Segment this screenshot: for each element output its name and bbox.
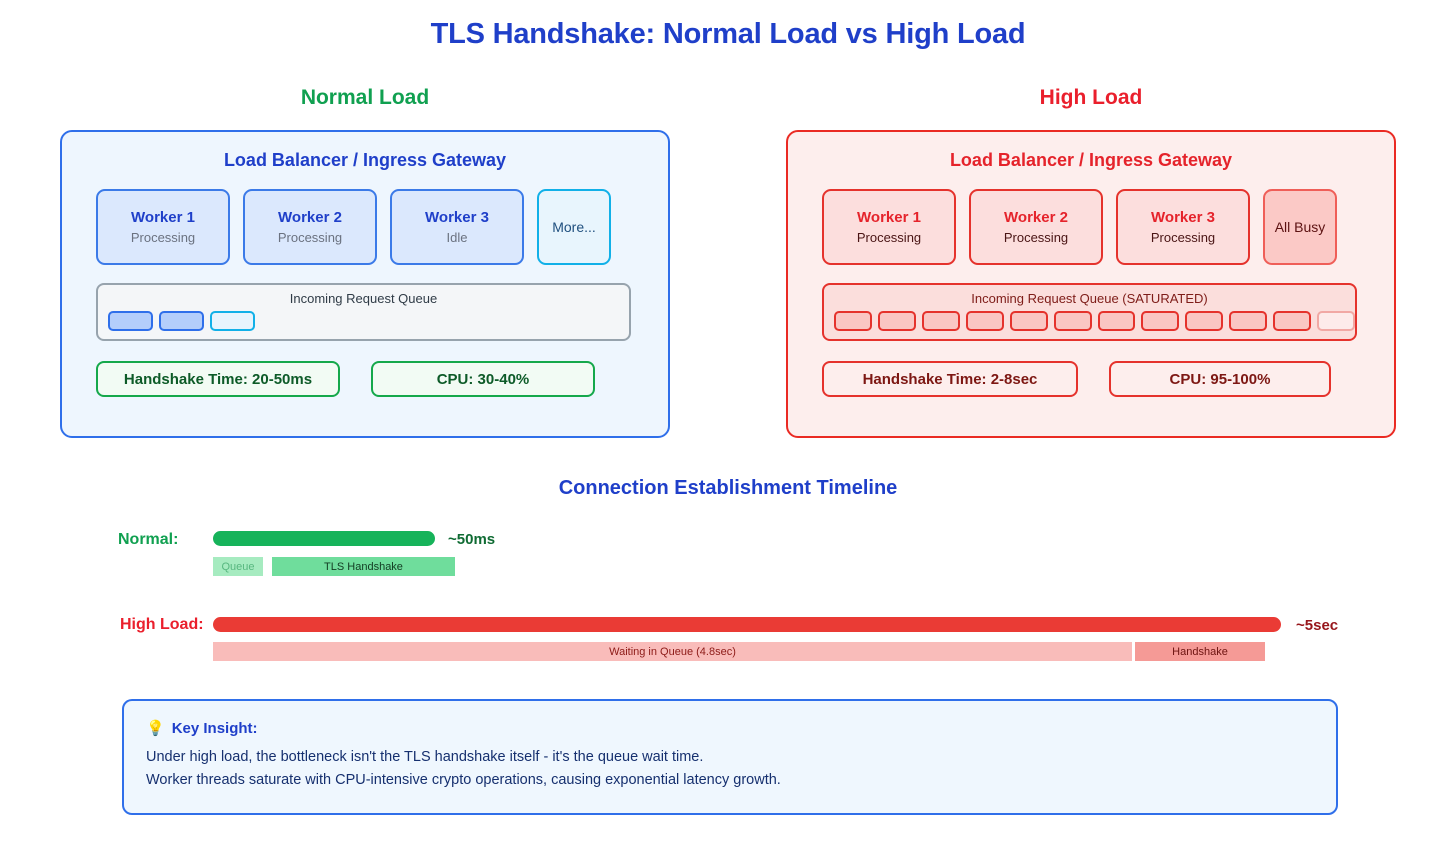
- worker-status: Processing: [1150, 230, 1216, 245]
- worker-status: Idle: [446, 230, 468, 245]
- key-insight-line-2: Worker threads saturate with CPU-intensi…: [146, 772, 781, 788]
- queue-block: [1229, 311, 1268, 331]
- queue-block: [834, 311, 872, 331]
- worker-status: Processing: [130, 230, 196, 245]
- worker-card-high-1[interactable]: Worker 1 Processing: [822, 189, 956, 265]
- timeline-total-normal: ~50ms: [448, 531, 496, 548]
- page-title: TLS Handshake: Normal Load vs High Load: [430, 18, 1026, 50]
- timeline-segment-handshake-high: Handshake: [1135, 642, 1265, 661]
- panel-subtitle-high: Load Balancer / Ingress Gateway: [949, 150, 1233, 170]
- worker-name: Worker 3: [425, 209, 489, 226]
- timeline-label-normal: Normal:: [118, 531, 179, 548]
- timeline-title: Connection Establishment Timeline: [558, 477, 898, 499]
- metric-handshake-time-normal: Handshake Time: 20-50ms: [96, 361, 340, 397]
- queue-label-normal: Incoming Request Queue: [289, 291, 438, 306]
- queue-label-high: Incoming Request Queue (SATURATED): [971, 291, 1208, 306]
- panel-heading-high: High Load: [1039, 86, 1143, 109]
- worker-card-normal-2[interactable]: Worker 2 Processing: [243, 189, 377, 265]
- worker-name: Worker 2: [1004, 209, 1068, 226]
- timeline-segments-normal: Queue TLS Handshake: [213, 557, 455, 576]
- worker-status: Processing: [277, 230, 343, 245]
- queue-box-high: Incoming Request Queue (SATURATED): [822, 283, 1357, 341]
- timeline-segment-queue-normal: Queue: [213, 557, 263, 576]
- queue-block: [1141, 311, 1180, 331]
- worker-row-high: Worker 1 Processing Worker 2 Processing …: [822, 189, 1370, 265]
- panel-heading-normal: Normal Load: [300, 86, 430, 109]
- metric-cpu-high: CPU: 95-100%: [1109, 361, 1331, 397]
- timeline-bar-normal: [213, 531, 435, 546]
- worker-name: Worker 3: [1151, 209, 1215, 226]
- queue-block: [965, 311, 1004, 331]
- worker-card-normal-1[interactable]: Worker 1 Processing: [96, 189, 230, 265]
- queue-block: [210, 311, 255, 331]
- queue-block: [1185, 311, 1224, 331]
- queue-block: [921, 311, 960, 331]
- panel-high-load: Load Balancer / Ingress Gateway Worker 1…: [786, 130, 1396, 438]
- queue-blocks-normal: [108, 311, 629, 331]
- timeline-segments-high: Waiting in Queue (4.8sec) Handshake: [213, 642, 1265, 661]
- worker-overflow-normal[interactable]: More...: [537, 189, 611, 265]
- queue-block: [877, 311, 916, 331]
- queue-box-normal: Incoming Request Queue: [96, 283, 631, 341]
- queue-block: [1009, 311, 1048, 331]
- metric-row-high: Handshake Time: 2-8sec CPU: 95-100%: [822, 361, 1394, 397]
- key-insight-header: 💡 Key Insight:: [146, 719, 1314, 738]
- metric-row-normal: Handshake Time: 20-50ms CPU: 30-40%: [96, 361, 668, 397]
- panel-normal-load: Load Balancer / Ingress Gateway Worker 1…: [60, 130, 670, 438]
- timeline-total-high: ~5sec: [1296, 617, 1339, 634]
- metric-cpu-normal: CPU: 30-40%: [371, 361, 595, 397]
- worker-name: Worker 1: [857, 209, 921, 226]
- timeline-label-high: High Load:: [120, 616, 204, 633]
- worker-row-normal: Worker 1 Processing Worker 2 Processing …: [96, 189, 644, 265]
- worker-status: Processing: [856, 230, 922, 245]
- metric-handshake-time-high: Handshake Time: 2-8sec: [822, 361, 1078, 397]
- queue-block: [1097, 311, 1136, 331]
- key-insight-box: 💡 Key Insight: Under high load, the bott…: [122, 699, 1338, 815]
- timeline-segment-handshake-normal: TLS Handshake: [272, 557, 455, 576]
- queue-block: [108, 311, 153, 331]
- queue-blocks-high: [834, 311, 1356, 331]
- worker-name: Worker 2: [278, 209, 342, 226]
- queue-block: [1273, 311, 1312, 331]
- worker-card-normal-3[interactable]: Worker 3 Idle: [390, 189, 524, 265]
- timeline-segment-queue-high: Waiting in Queue (4.8sec): [213, 642, 1132, 661]
- worker-overflow-high[interactable]: All Busy: [1263, 189, 1337, 265]
- queue-block: [1317, 311, 1356, 331]
- worker-card-high-2[interactable]: Worker 2 Processing: [969, 189, 1103, 265]
- panel-subtitle-normal: Load Balancer / Ingress Gateway: [223, 150, 507, 170]
- bulb-icon: 💡: [146, 720, 165, 737]
- worker-name: Worker 1: [131, 209, 195, 226]
- key-insight-line-1: Under high load, the bottleneck isn't th…: [146, 749, 704, 765]
- queue-block: [1053, 311, 1092, 331]
- key-insight-heading: Key Insight:: [171, 719, 258, 737]
- worker-status: Processing: [1003, 230, 1069, 245]
- timeline-bar-high: [213, 617, 1281, 632]
- worker-card-high-3[interactable]: Worker 3 Processing: [1116, 189, 1250, 265]
- queue-block: [159, 311, 204, 331]
